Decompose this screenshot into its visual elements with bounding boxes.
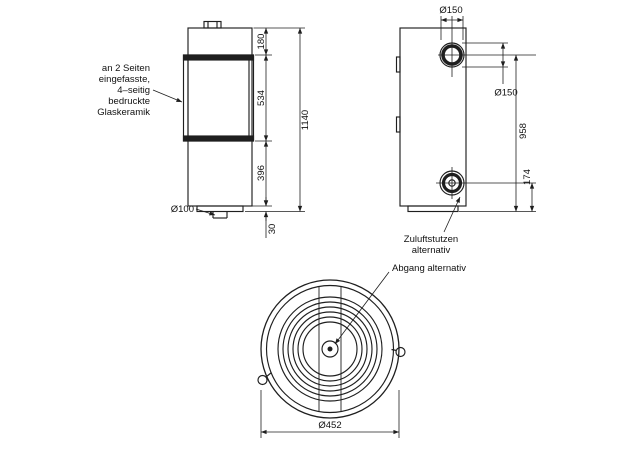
dim-label-1140: 1140 [300,110,311,130]
dim-label-d452: Ø452 [318,420,341,431]
body-inner-circle [265,284,395,414]
front-dimensions [152,27,305,238]
dim-label-180: 180 [256,34,267,50]
d100-leader [195,208,216,216]
glass-note-leader [152,89,183,103]
glass-frame-top [182,54,255,61]
dim-label-174: 174 [522,169,533,185]
zuluft-leader [443,196,461,233]
top-view-dimensions [260,271,400,438]
body-outer-circle [260,279,400,419]
rear-dimensions [436,16,536,233]
pedestal-rear [407,205,459,213]
handle-left [257,374,268,386]
abgang-leader [334,271,390,345]
dim-label-d150-side: Ø150 [494,88,517,99]
top-collar [203,20,222,29]
glass-note-line4: bedruckte [108,96,150,107]
dim-label-30: 30 [267,224,278,235]
dim-label-d150-top: Ø150 [439,5,462,16]
dim-label-d100: Ø100 [171,204,194,215]
hinge-lower [395,116,401,133]
glass-note-line5: Glaskeramik [97,107,150,118]
hinge-upper [395,56,401,73]
center-outlet-circle [321,340,339,358]
glass-note-line1: an 2 Seiten [102,63,150,74]
dim-label-534: 534 [256,90,267,106]
glass-note-line3: 4–seitig [117,85,150,96]
zuluft-label-line1: Zuluftstutzen [404,234,458,245]
glass-door [182,54,255,142]
handle-right [395,346,406,358]
zuluft-annotation: Zuluftstutzen alternativ [404,234,458,256]
glass-annotation: an 2 Seiten eingefasste, 4–seitig bedruc… [97,63,150,118]
front-view [182,20,255,219]
top-view [257,279,406,419]
pedestal-front [196,205,244,213]
dim-label-396: 396 [256,165,267,181]
abgang-label: Abgang alternativ [392,263,466,274]
glass-frame-bottom [182,135,255,142]
glass-note-line2: eingefasste, [99,74,150,85]
rear-view [395,27,467,213]
zuluft-label-line2: alternativ [412,245,451,256]
dim-label-958: 958 [518,123,529,139]
